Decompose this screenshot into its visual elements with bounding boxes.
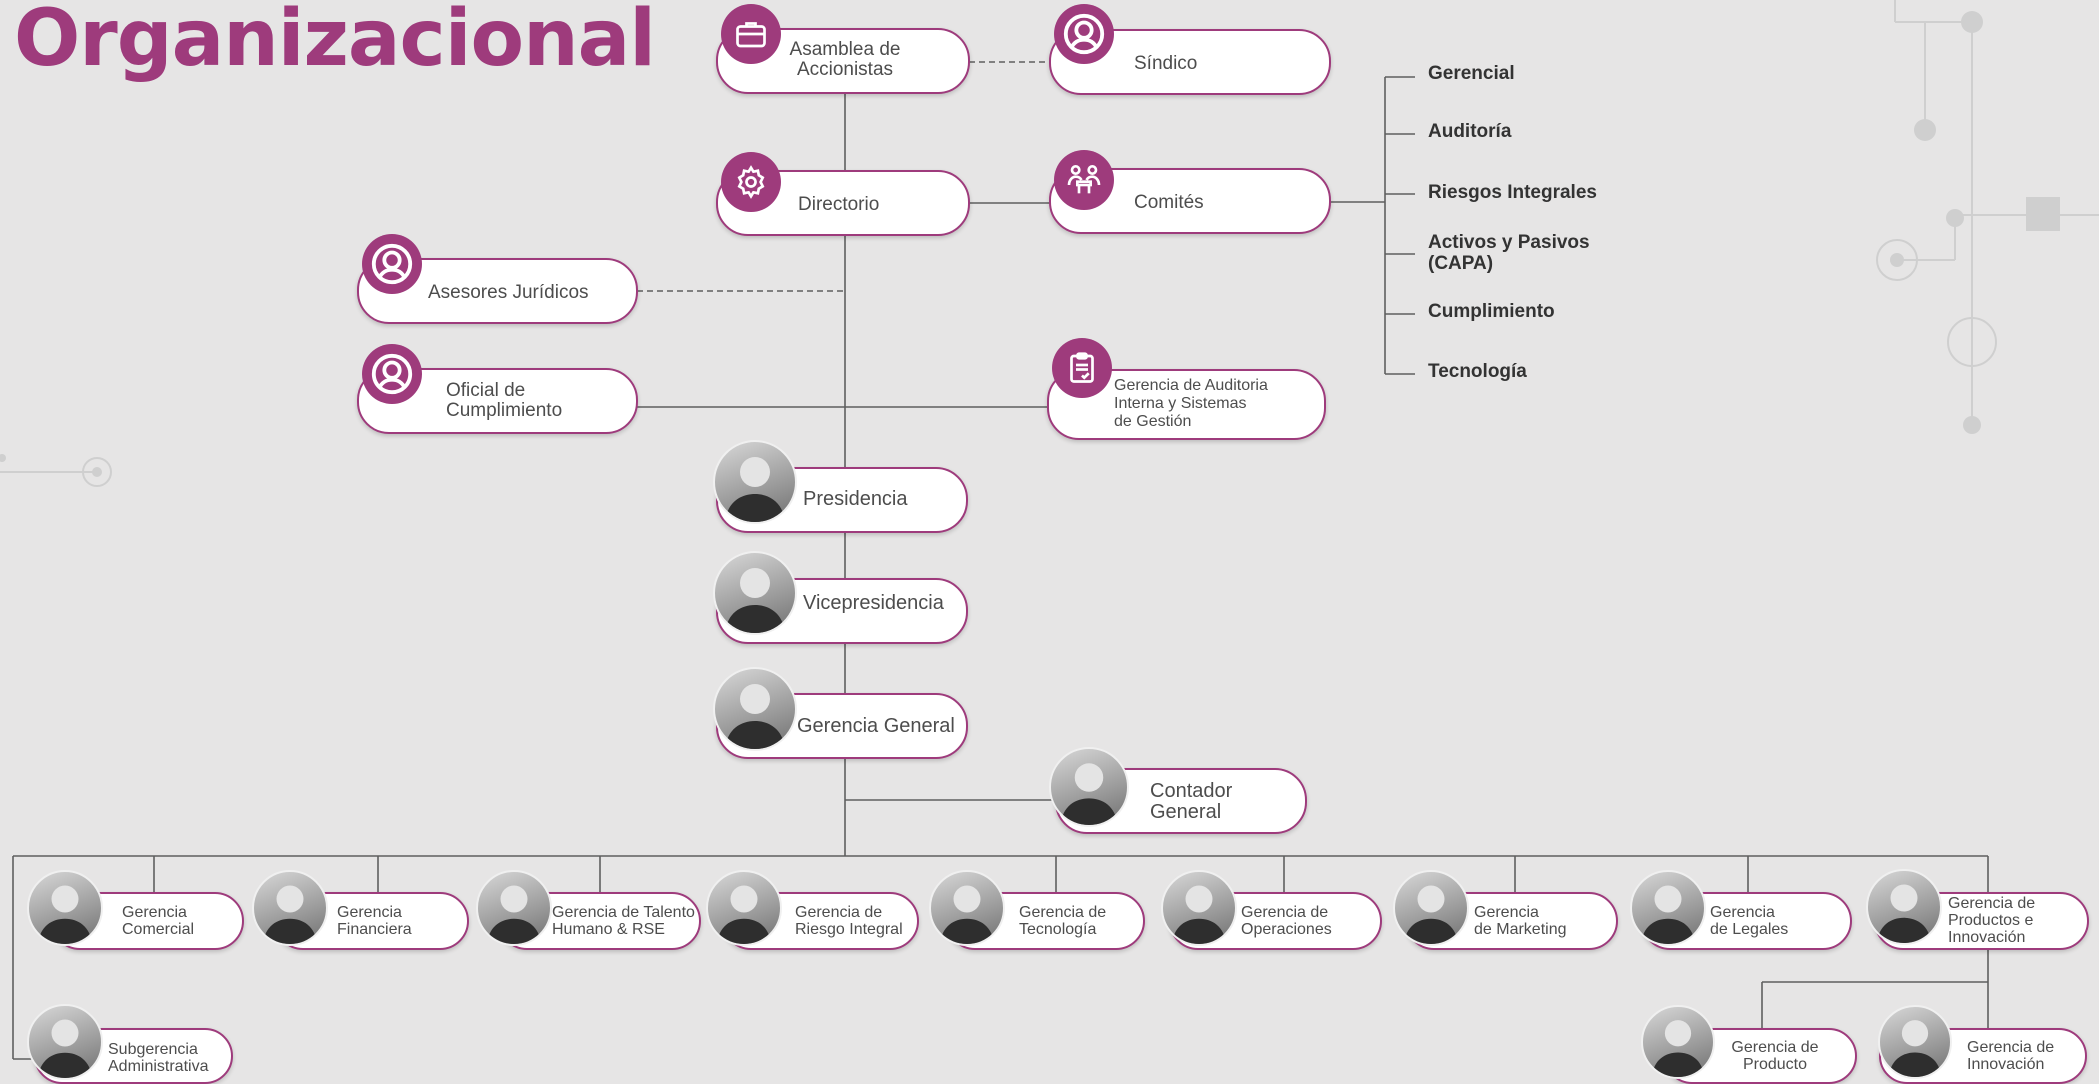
contador-photo (1049, 747, 1129, 827)
gerente-general-photo (713, 667, 797, 751)
clipboard-icon (1052, 338, 1112, 398)
page-title: Organizacional (14, 0, 656, 84)
contador-label: Contador General (1150, 780, 1233, 823)
oficial-label: Oficial de Cumplimiento (446, 380, 563, 421)
committee-item: Gerencial (1428, 63, 1515, 84)
person-icon (362, 234, 422, 294)
committee-item: Activos y Pasivos (CAPA) (1428, 232, 1590, 274)
person-icon (1054, 4, 1114, 64)
producto-label: Gerencia de Producto (1731, 1039, 1819, 1073)
asesores-label: Asesores Jurídicos (428, 282, 589, 303)
innovacion-label: Gerencia de Innovación (1967, 1039, 2055, 1073)
asamblea-label: Asamblea de Accionistas (789, 39, 901, 80)
department-head-photo (252, 870, 328, 946)
department-head-photo (1161, 870, 1237, 946)
department-label: Gerencia Financiera (337, 904, 412, 938)
person-icon (362, 344, 422, 404)
department-label: Gerencia de Legales (1710, 904, 1789, 938)
gerente-producto-photo (1641, 1005, 1715, 1079)
meeting-icon (1054, 150, 1114, 210)
committee-item: Riesgos Integrales (1428, 182, 1597, 203)
comites-label: Comités (1134, 192, 1204, 213)
subgerencia-label: Subgerencia Administrativa (108, 1041, 209, 1075)
vicepresidente-photo (713, 551, 797, 635)
department-label: Gerencia Comercial (122, 904, 195, 938)
subgerente-photo (27, 1004, 103, 1080)
department-label: Gerencia de Marketing (1474, 904, 1567, 938)
department-head-photo (27, 870, 103, 946)
committee-item: Auditoría (1428, 121, 1512, 142)
department-label: Gerencia de Productos e Innovación (1948, 895, 2036, 946)
auditoria-label: Gerencia de Auditoria Interna y Sistemas… (1114, 377, 1268, 431)
committee-item: Cumplimiento (1428, 301, 1555, 322)
department-label: Gerencia de Riesgo Integral (795, 904, 903, 938)
department-head-photo (1630, 870, 1706, 946)
department-head-photo (1866, 869, 1942, 945)
briefcase-icon (721, 4, 781, 64)
gear-icon (721, 152, 781, 212)
department-head-photo (706, 870, 782, 946)
department-head-photo (476, 870, 552, 946)
department-head-photo (1393, 870, 1469, 946)
sindico-label: Síndico (1134, 53, 1198, 74)
gerente-innovacion-photo (1878, 1005, 1952, 1079)
department-label: Gerencia de Operaciones (1241, 904, 1332, 938)
department-head-photo (929, 870, 1005, 946)
department-label: Gerencia de Talento Humano & RSE (552, 904, 695, 938)
committee-item: Tecnología (1428, 361, 1527, 382)
gerencia-general-label: Gerencia General (797, 715, 955, 737)
presidente-photo (713, 440, 797, 524)
department-label: Gerencia de Tecnología (1019, 904, 1107, 938)
presidencia-label: Presidencia (803, 488, 908, 510)
directorio-label: Directorio (798, 194, 880, 215)
vicepresidencia-label: Vicepresidencia (803, 592, 944, 614)
